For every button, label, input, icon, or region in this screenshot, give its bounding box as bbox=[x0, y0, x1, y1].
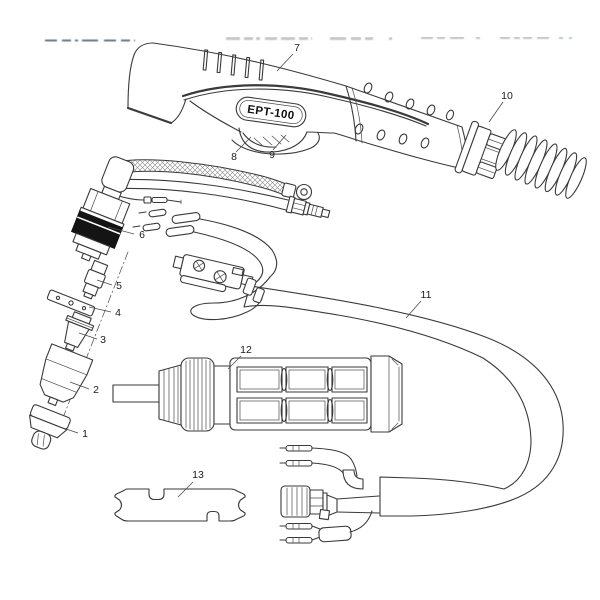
cable-assembly bbox=[243, 285, 564, 517]
gas-fitting bbox=[285, 195, 331, 219]
callout-label-8: 8 bbox=[231, 151, 237, 163]
drag-shield-cap bbox=[29, 404, 71, 450]
screw-left bbox=[193, 259, 206, 272]
spacer-plate bbox=[46, 289, 96, 317]
callout-label-4: 4 bbox=[115, 307, 121, 319]
callout-4: 4 bbox=[88, 306, 121, 319]
screw-right bbox=[213, 270, 227, 284]
callout-9: 9 bbox=[269, 134, 287, 161]
wrench bbox=[114, 488, 246, 522]
callout-8: 8 bbox=[231, 136, 252, 163]
callout-label-13: 13 bbox=[192, 469, 204, 481]
callout-label-2: 2 bbox=[93, 384, 99, 396]
watermark-text-row bbox=[45, 36, 572, 43]
callout-label-6: 6 bbox=[139, 229, 145, 241]
strain-relief-clamp bbox=[454, 120, 508, 179]
signal-wire bbox=[105, 191, 182, 205]
callout-label-3: 3 bbox=[100, 334, 106, 346]
switch-assembly bbox=[172, 254, 254, 293]
sheath-clamp-rings bbox=[242, 277, 265, 304]
callout-label-11: 11 bbox=[421, 289, 432, 301]
callout-6: 6 bbox=[107, 226, 145, 241]
callout-11: 11 bbox=[405, 289, 432, 319]
cable-end-leads bbox=[279, 444, 380, 544]
callout-10: 10 bbox=[488, 90, 513, 123]
nozzle bbox=[64, 311, 95, 352]
callout-label-7: 7 bbox=[294, 42, 300, 54]
grip-dimples bbox=[354, 82, 455, 149]
callout-label-5: 5 bbox=[116, 280, 122, 292]
callout-label-9: 9 bbox=[269, 149, 275, 161]
callout-7: 7 bbox=[276, 42, 300, 72]
gas-connector bbox=[280, 485, 380, 521]
trigger bbox=[231, 127, 320, 155]
axis-centerline bbox=[54, 251, 129, 439]
bellows-boot bbox=[495, 129, 587, 199]
model-badge: EPT-100 bbox=[235, 96, 307, 128]
callout-1: 1 bbox=[56, 425, 88, 440]
vent-slits bbox=[202, 49, 265, 81]
barrel-grip bbox=[112, 355, 403, 433]
shield-cup bbox=[39, 343, 94, 407]
callout-3: 3 bbox=[78, 332, 106, 346]
switch-wires bbox=[132, 208, 278, 321]
gas-hose-lead bbox=[107, 178, 331, 219]
callout-13: 13 bbox=[177, 469, 204, 498]
callout-label-12: 12 bbox=[240, 344, 252, 356]
callout-12: 12 bbox=[227, 344, 252, 370]
callout-label-1: 1 bbox=[82, 428, 88, 440]
torch-handle: EPT-100 bbox=[126, 42, 469, 171]
callout-5: 5 bbox=[96, 279, 122, 292]
callout-2: 2 bbox=[69, 381, 99, 396]
torch-head bbox=[70, 156, 135, 262]
callout-label-10: 10 bbox=[501, 90, 513, 102]
callouts: 1 2 3 4 5 6 7 8 bbox=[56, 42, 513, 498]
electrode bbox=[82, 259, 109, 300]
braided-hose bbox=[113, 159, 313, 201]
